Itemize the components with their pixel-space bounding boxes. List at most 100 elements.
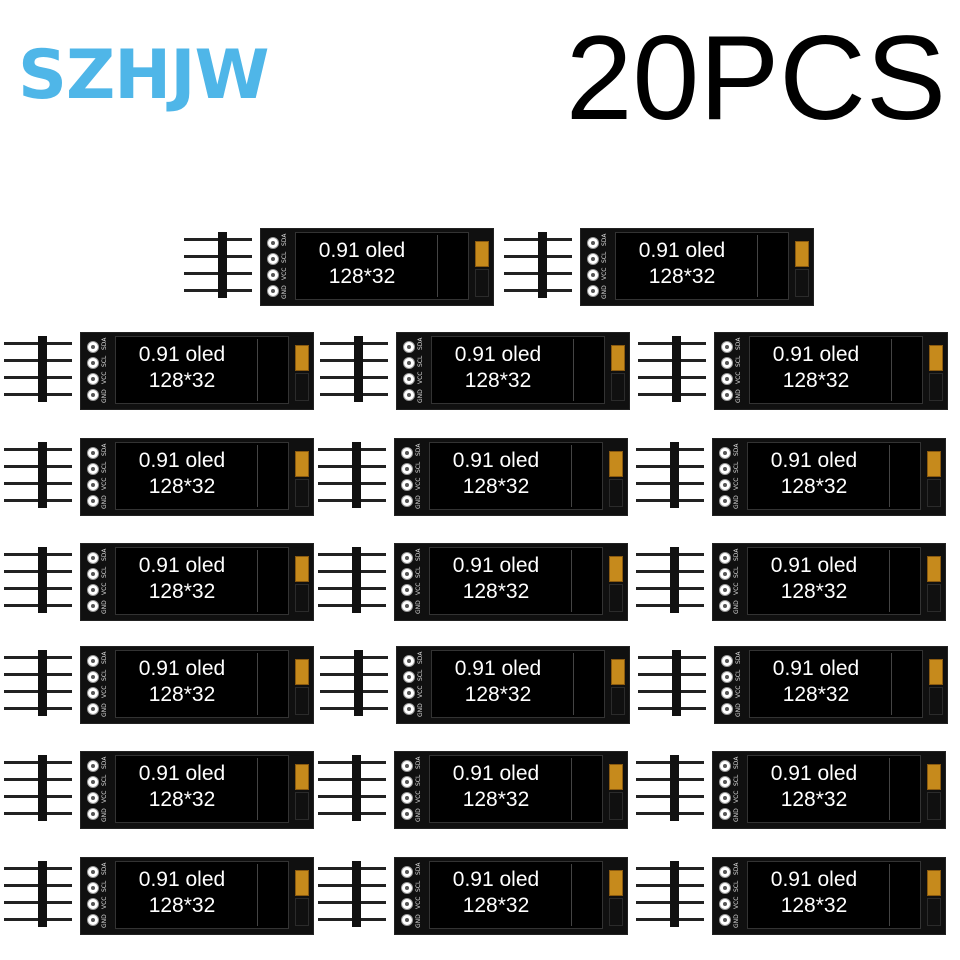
pin-label: SCL xyxy=(101,880,108,892)
pin-label: SDA xyxy=(601,233,608,247)
screen-text-line2: 128*32 xyxy=(464,683,532,706)
screen-text-line1: 0.91 oled xyxy=(638,239,726,262)
ribbon-frame xyxy=(611,373,625,401)
solder-hole xyxy=(719,898,731,910)
pin-label: SCL xyxy=(101,461,108,473)
pin-label: VCC xyxy=(733,477,740,491)
pin-label: SDA xyxy=(415,548,422,562)
solder-hole xyxy=(87,568,99,580)
screen-text-line2: 128*32 xyxy=(462,894,530,917)
pin-label: SDA xyxy=(101,756,108,770)
solder-holes xyxy=(87,760,101,822)
pin-label: GND xyxy=(601,285,608,299)
screen-text-line2: 128*32 xyxy=(462,580,530,603)
solder-hole xyxy=(87,357,99,369)
pin-label: SCL xyxy=(415,880,422,892)
ribbon-frame xyxy=(475,269,489,297)
pin-label: GND xyxy=(733,914,740,928)
solder-hole xyxy=(267,253,279,265)
screen-text-line1: 0.91 oled xyxy=(138,449,226,472)
ribbon-frame xyxy=(927,584,941,612)
screen-edge xyxy=(889,864,912,926)
solder-hole xyxy=(403,687,415,699)
pin-label: SDA xyxy=(415,756,422,770)
solder-hole xyxy=(719,600,731,612)
solder-hole xyxy=(719,463,731,475)
pin-label: VCC xyxy=(735,371,742,385)
flex-ribbon xyxy=(609,764,623,790)
pin-label: SCL xyxy=(735,355,742,367)
screen-text-line1: 0.91 oled xyxy=(318,239,406,262)
solder-hole xyxy=(87,760,99,772)
pin-header xyxy=(184,232,260,298)
solder-hole xyxy=(401,552,413,564)
solder-hole xyxy=(719,447,731,459)
flex-ribbon xyxy=(929,345,943,371)
screen-edge xyxy=(257,550,280,612)
screen-text-line2: 128*32 xyxy=(148,894,216,917)
solder-hole xyxy=(721,671,733,683)
solder-hole xyxy=(719,760,731,772)
header-spacer xyxy=(352,861,361,927)
pin-label: SDA xyxy=(101,651,108,665)
screen-text-line1: 0.91 oled xyxy=(452,762,540,785)
solder-hole xyxy=(401,568,413,580)
solder-hole xyxy=(87,792,99,804)
solder-hole xyxy=(87,373,99,385)
brand-logo: SZHJW xyxy=(18,36,269,115)
screen-text-line2: 128*32 xyxy=(462,475,530,498)
quantity-label: 20PCS xyxy=(565,11,946,145)
pin-label: SCL xyxy=(735,669,742,681)
screen-text-line2: 128*32 xyxy=(148,788,216,811)
header-spacer xyxy=(670,861,679,927)
solder-hole xyxy=(87,703,99,715)
solder-holes xyxy=(87,655,101,717)
ribbon-frame xyxy=(295,792,309,820)
ribbon-frame xyxy=(295,687,309,715)
pin-label: SDA xyxy=(417,651,424,665)
pin-header xyxy=(638,650,714,716)
pin-label: SCL xyxy=(601,251,608,263)
pin-label: VCC xyxy=(735,685,742,699)
header-spacer xyxy=(670,442,679,508)
pin-label: SDA xyxy=(733,443,740,457)
solder-holes xyxy=(401,866,415,928)
pin-header xyxy=(4,336,80,402)
screen-edge xyxy=(891,653,914,715)
pin-label: SDA xyxy=(735,337,742,351)
solder-hole xyxy=(87,866,99,878)
header-spacer xyxy=(538,232,547,298)
solder-holes xyxy=(87,341,101,403)
flex-ribbon xyxy=(611,345,625,371)
ribbon-frame xyxy=(609,584,623,612)
solder-holes xyxy=(721,341,735,403)
solder-hole xyxy=(87,882,99,894)
screen-text-line2: 128*32 xyxy=(782,683,850,706)
ribbon-frame xyxy=(609,792,623,820)
solder-holes xyxy=(721,655,735,717)
solder-holes xyxy=(587,237,601,299)
pin-header xyxy=(636,755,712,821)
pin-header xyxy=(4,547,80,613)
pin-label: SCL xyxy=(101,774,108,786)
pin-label: VCC xyxy=(101,790,108,804)
pin-label: VCC xyxy=(415,477,422,491)
